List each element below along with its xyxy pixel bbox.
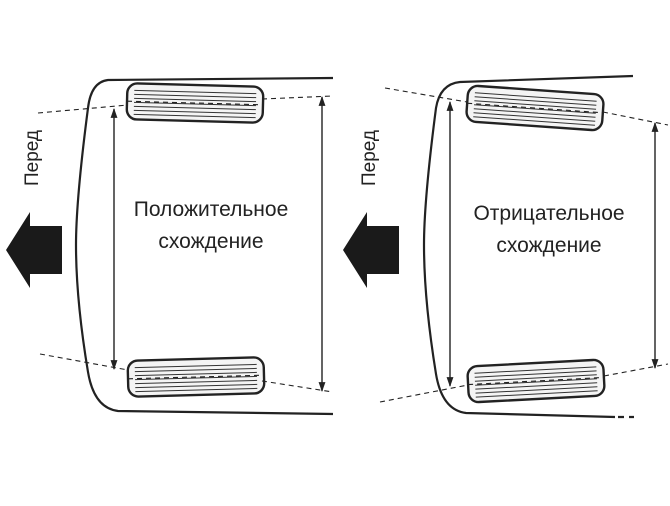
front-label: Перед: [359, 130, 380, 186]
caption-line-2: схождение: [496, 234, 601, 257]
positive-toe-diagram: Перед Положительное схождение: [6, 76, 334, 416]
caption-line-2: схождение: [158, 230, 263, 253]
rear-tire: [126, 356, 266, 398]
caption-line-1: Положительное: [134, 198, 289, 221]
negative-toe-diagram: Перед Отрицательное схождение: [343, 74, 669, 419]
caption-line-1: Отрицательное: [473, 202, 624, 225]
front-tire: [464, 84, 606, 132]
front-tire: [125, 82, 265, 124]
rear-tire: [465, 358, 607, 404]
front-label: Перед: [22, 130, 43, 186]
direction-arrow-icon: [343, 212, 399, 288]
car-body-outline: [422, 74, 634, 419]
car-body-outline: [74, 76, 334, 416]
direction-arrow-icon: [6, 212, 62, 288]
